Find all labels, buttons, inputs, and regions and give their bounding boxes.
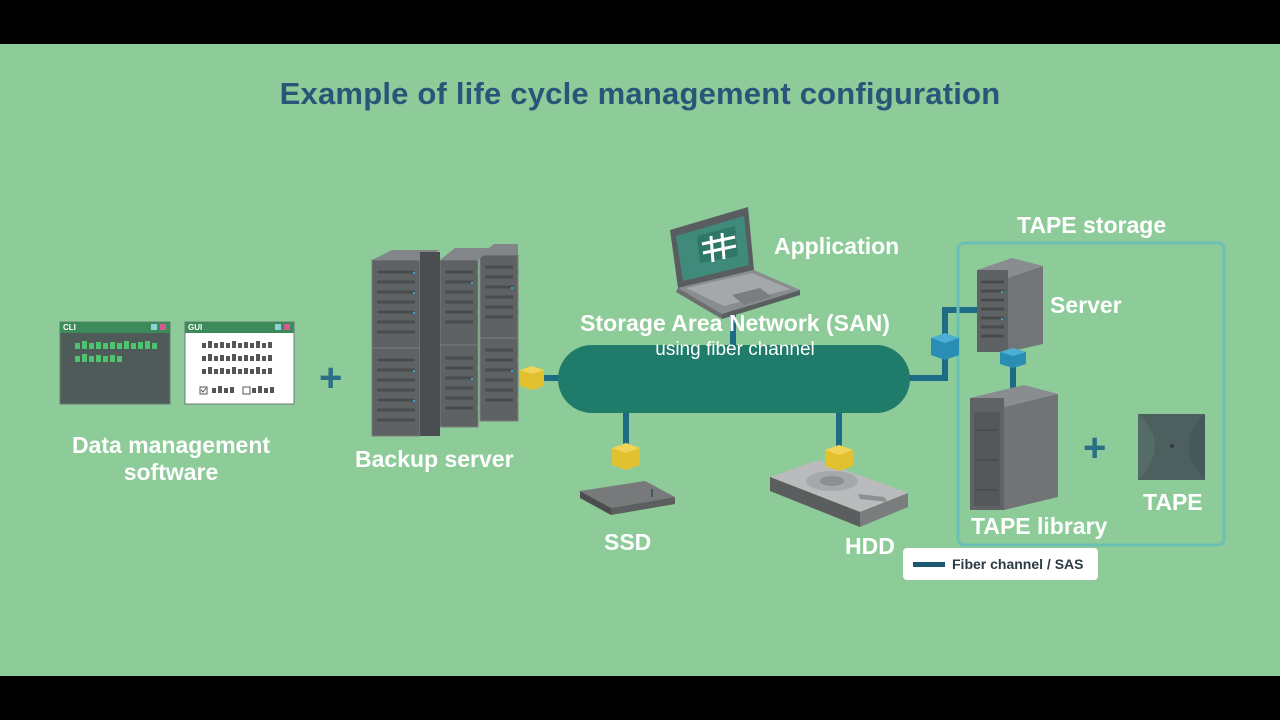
san-subtitle: using fiber channel [655,339,815,360]
letterbox-bottom [0,676,1280,720]
connector-backup [520,366,544,390]
label-hdd: HDD [845,533,895,559]
tape-storage-box [956,241,1226,547]
san-title: Storage Area Network (SAN) [580,310,890,336]
label-tape: TAPE [1143,489,1203,515]
label-ssd: SSD [604,529,652,555]
tape-server-icon [977,258,1043,352]
connectors [520,333,1026,471]
legend-swatch [913,562,945,567]
gui-window-title: GUI [188,323,203,332]
connector-server-library [1000,348,1026,368]
label-tape-library: TAPE library [971,513,1108,539]
label-backup-server: Backup server [355,446,514,472]
page-title: Example of life cycle management configu… [279,76,1001,111]
label-application: Application [774,233,900,259]
gui-window [184,321,295,405]
connector-ssd [612,443,640,470]
legend-label: Fiber channel / SAS [952,556,1084,572]
san-pill [558,345,910,413]
tape-cartridge-icon [1138,414,1205,480]
label-data-management: Data management software [71,432,271,485]
laptop-icon [670,207,800,319]
tape-library-icon [970,385,1058,510]
letterbox-top [0,0,1280,44]
cli-window [59,321,171,405]
connector-san-server [931,333,959,360]
legend: Fiber channel / SAS [903,548,1098,580]
plus-icon-tape: + [1083,426,1107,470]
label-server: Server [1050,292,1122,318]
plus-icon: + [319,356,343,400]
ssd-icon [580,481,675,515]
hdd-icon [770,460,908,527]
label-tape-storage: TAPE storage [1017,212,1167,238]
connector-hdd [825,445,853,471]
cli-window-title: CLI [63,323,76,332]
backup-server-rack [371,244,519,437]
